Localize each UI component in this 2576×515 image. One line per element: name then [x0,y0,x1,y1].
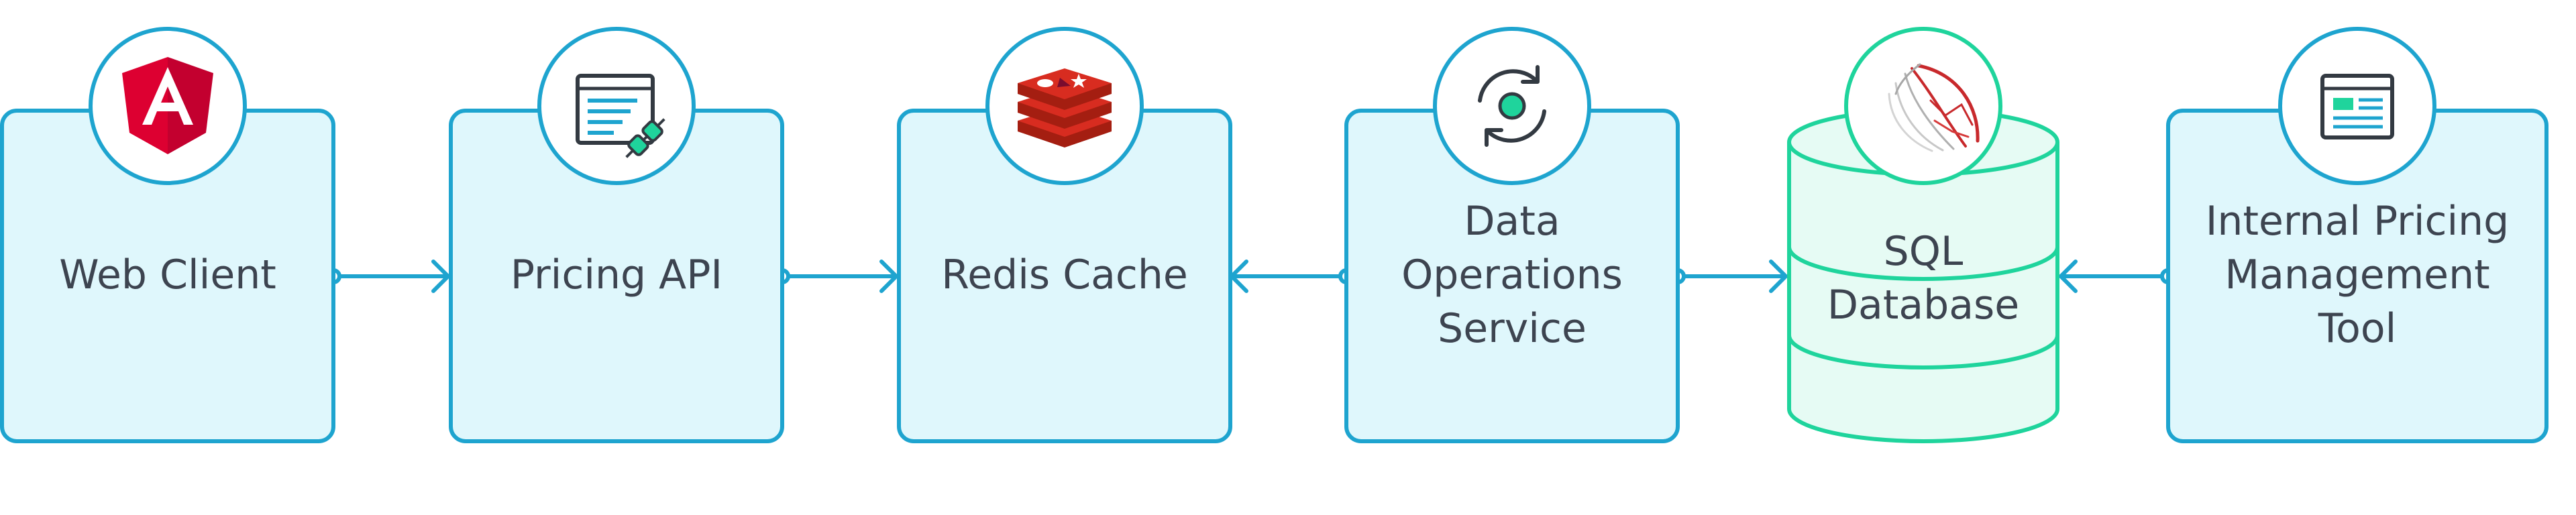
node-label-internal-pricing-tool: Internal Pricing Management Tool [2168,194,2546,355]
edge-pricing-api-to-redis-cache [774,260,898,293]
api-plug-window-icon [576,74,665,158]
sql-server-logo-icon [1888,63,1980,152]
node-label-text: Web Client [59,251,276,298]
node-label-text: Data Operations Service [1401,198,1623,352]
angular-logo-icon [122,57,213,154]
node-label-pricing-api: Pricing API [451,194,782,355]
edge-internal-tool-to-sql-database [2059,260,2176,293]
node-label-sql-database: SQL Database [1789,225,2057,332]
edge-data-operations-to-redis-cache [1230,260,1354,293]
node-label-text: Redis Cache [941,251,1188,298]
node-label-text: SQL Database [1827,228,2020,329]
edge-web-client-to-pricing-api [325,260,450,293]
edge-data-operations-to-sql-database [1670,260,1788,293]
icon-badges [89,27,2436,185]
browser-window-icon [2320,74,2394,139]
node-label-web-client: Web Client [2,194,333,355]
sync-cycle-icon [1478,65,1546,147]
node-label-text: Internal Pricing Management Tool [2205,198,2510,352]
redis-logo-icon [1018,68,1112,148]
node-label-redis-cache: Redis Cache [899,194,1230,355]
node-label-data-operations-service: Data Operations Service [1346,194,1678,355]
node-label-text: Pricing API [510,251,723,298]
